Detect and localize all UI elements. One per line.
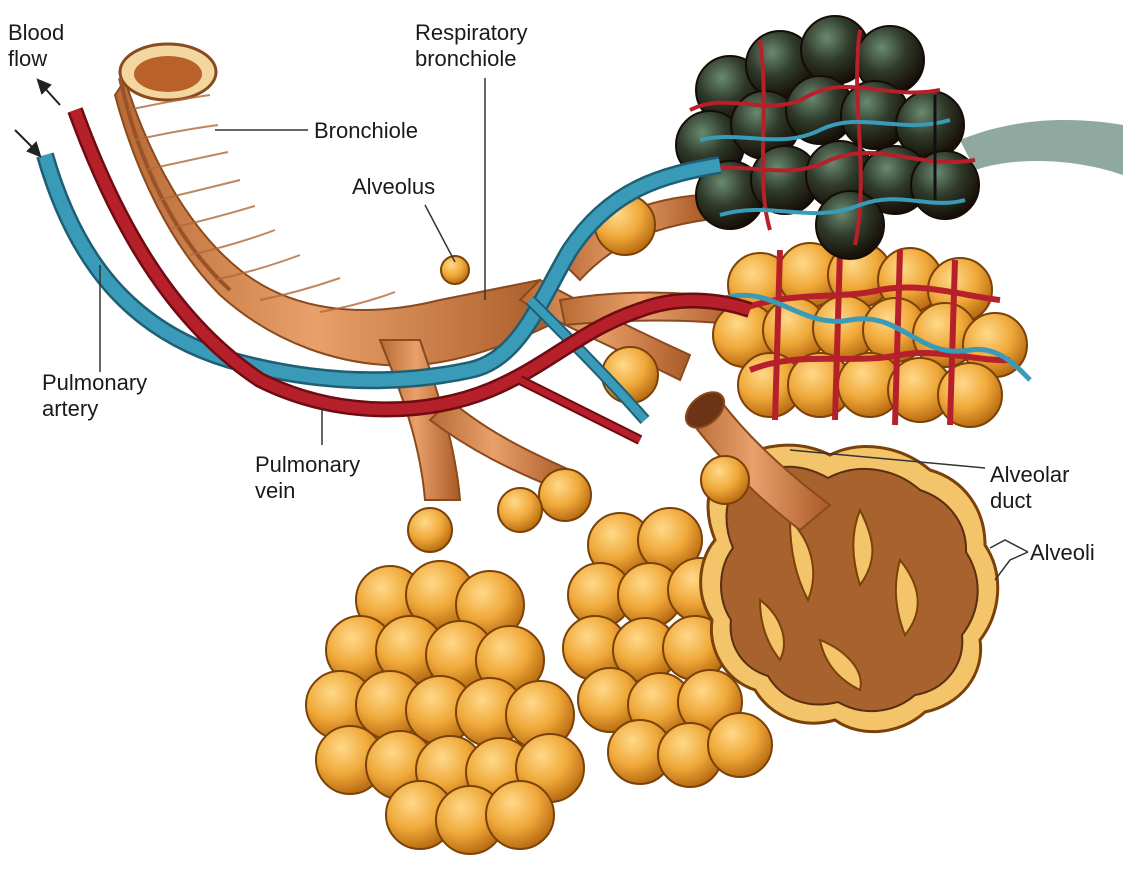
label-pulmonary-vein-line-2: vein — [255, 478, 360, 504]
label-alveolar-duct-line-1: Alveolar — [990, 462, 1069, 488]
label-pulmonary-artery-line-2: artery — [42, 396, 147, 422]
label-alveoli: Alveoli — [1030, 540, 1095, 566]
label-blood-flow: Blood flow — [8, 20, 64, 72]
pleura-membrane — [960, 120, 1123, 175]
label-bronchiole: Bronchiole — [314, 118, 418, 144]
label-pulmonary-vein: Pulmonary vein — [255, 452, 360, 504]
label-pulmonary-artery: Pulmonary artery — [42, 370, 147, 422]
blood-flow-arrows — [15, 80, 60, 156]
label-alveolar-duct: Alveolar duct — [990, 462, 1069, 514]
label-blood-flow-line-2: flow — [8, 46, 64, 72]
label-alveolus: Alveolus — [352, 174, 435, 200]
label-respiratory-bronchiole-line-2: bronchiole — [415, 46, 527, 72]
alveolar-sac-middle-right — [713, 243, 1027, 427]
label-pulmonary-artery-line-1: Pulmonary — [42, 370, 147, 396]
label-respiratory-bronchiole-line-1: Respiratory — [415, 20, 527, 46]
label-respiratory-bronchiole: Respiratory bronchiole — [415, 20, 527, 72]
label-blood-flow-line-1: Blood — [8, 20, 64, 46]
alveolar-sac-bottom-left — [306, 561, 584, 854]
label-alveolar-duct-line-2: duct — [990, 488, 1069, 514]
label-pulmonary-vein-line-1: Pulmonary — [255, 452, 360, 478]
